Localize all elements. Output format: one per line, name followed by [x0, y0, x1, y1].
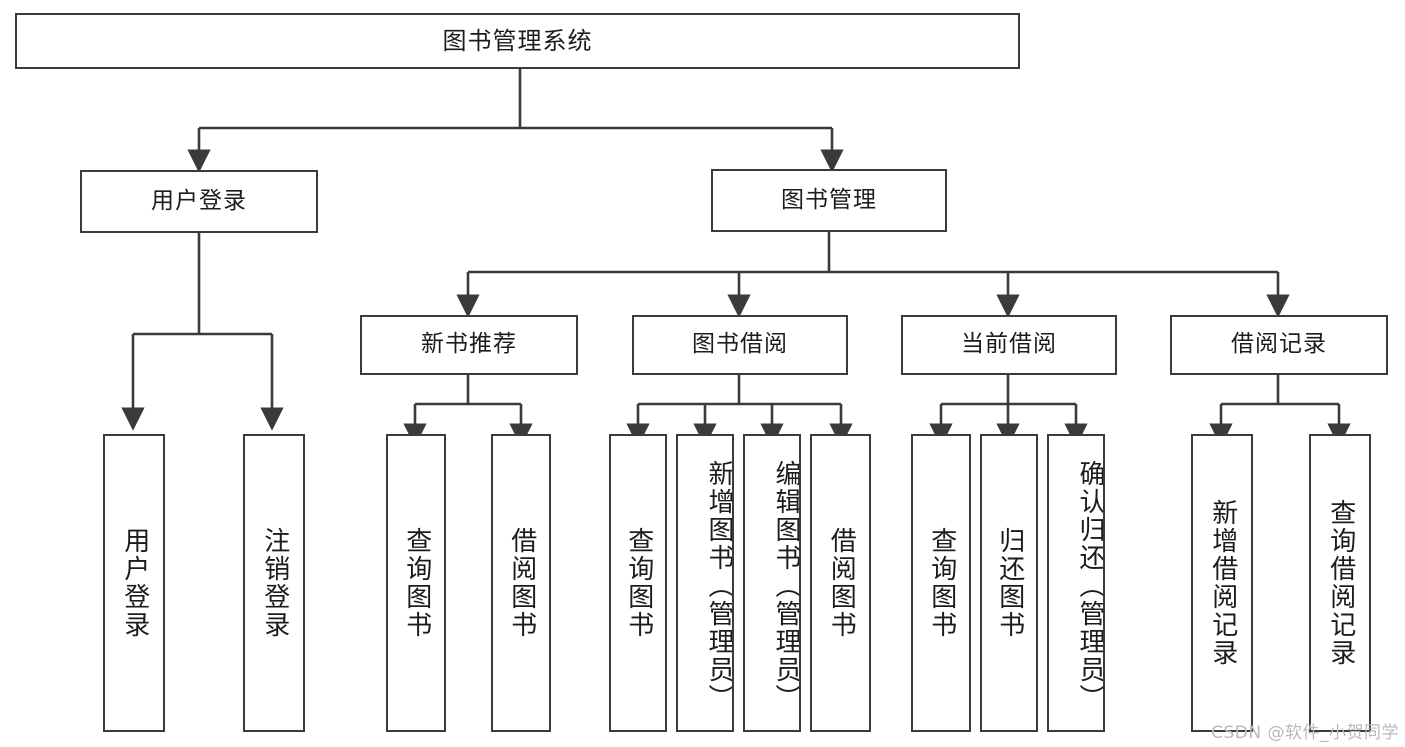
leaf-user-login[interactable]: 用户登录: [103, 434, 165, 732]
leaf-borrow-add-book-admin[interactable]: 新增图书（管理员）: [676, 434, 734, 732]
node-book-management[interactable]: 图书管理: [711, 169, 947, 232]
leaf-borrow-query-book[interactable]: 查询图书: [609, 434, 667, 732]
node-current-borrow[interactable]: 当前借阅: [901, 315, 1117, 375]
leaf-new-book-query[interactable]: 查询图书: [386, 434, 446, 732]
leaf-borrow-borrow-book[interactable]: 借阅图书: [810, 434, 871, 732]
leaf-borrow-edit-book-admin[interactable]: 编辑图书（管理员）: [743, 434, 801, 732]
leaf-current-return-book[interactable]: 归还图书: [980, 434, 1038, 732]
node-borrow-record[interactable]: 借阅记录: [1170, 315, 1388, 375]
node-root-system[interactable]: 图书管理系统: [15, 13, 1020, 69]
leaf-current-confirm-return-admin[interactable]: 确认归还（管理员）: [1047, 434, 1105, 732]
node-user-login[interactable]: 用户登录: [80, 170, 318, 233]
csdn-watermark: CSDN @软件_小贺同学: [1211, 723, 1399, 743]
leaf-record-add-borrow-record[interactable]: 新增借阅记录: [1191, 434, 1253, 732]
leaf-user-logout[interactable]: 注销登录: [243, 434, 305, 732]
leaf-new-book-borrow[interactable]: 借阅图书: [491, 434, 551, 732]
leaf-current-query-book[interactable]: 查询图书: [911, 434, 971, 732]
leaf-record-query-borrow-record[interactable]: 查询借阅记录: [1309, 434, 1371, 732]
node-book-borrow[interactable]: 图书借阅: [632, 315, 848, 375]
node-new-book-recommend[interactable]: 新书推荐: [360, 315, 578, 375]
